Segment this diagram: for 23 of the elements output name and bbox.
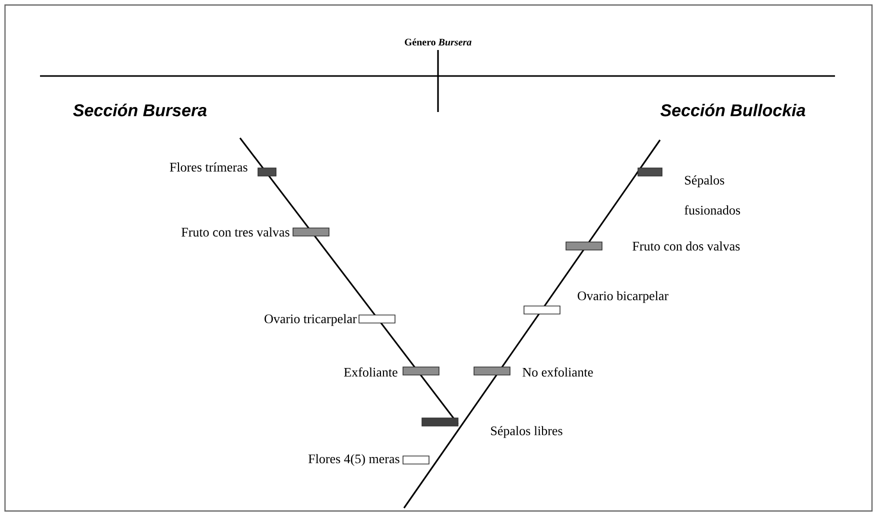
character-bar — [422, 418, 458, 426]
character-label: Flores 4(5) meras — [308, 454, 400, 466]
character-label: Sépalos libres — [491, 426, 562, 438]
character-bar — [402, 456, 430, 464]
character-label: Flores trímeras — [170, 162, 248, 172]
character-label: Fruto con dos valvas — [632, 241, 740, 251]
character-bar — [524, 306, 560, 314]
section-label: Sección Bullockia — [660, 104, 806, 116]
character-label: Fruto con tres valvas — [182, 227, 290, 237]
character-bar — [358, 314, 396, 324]
character-label: Sépalos fusionados — [684, 175, 740, 215]
character-bar — [638, 168, 662, 176]
character-bar — [402, 366, 440, 376]
character-label: No exfoliante — [522, 367, 593, 377]
character-bar — [258, 168, 276, 176]
character-label: Ovario tricarpelar — [264, 314, 357, 326]
title: Género Bursera — [404, 38, 472, 46]
character-bar — [474, 366, 510, 376]
character-bar — [292, 228, 330, 236]
section-label: Sección Bursera — [73, 104, 207, 116]
character-label: Ovario bicarpelar — [578, 291, 668, 303]
character-bar — [566, 242, 602, 250]
character-label: Exfoliante — [344, 367, 398, 377]
